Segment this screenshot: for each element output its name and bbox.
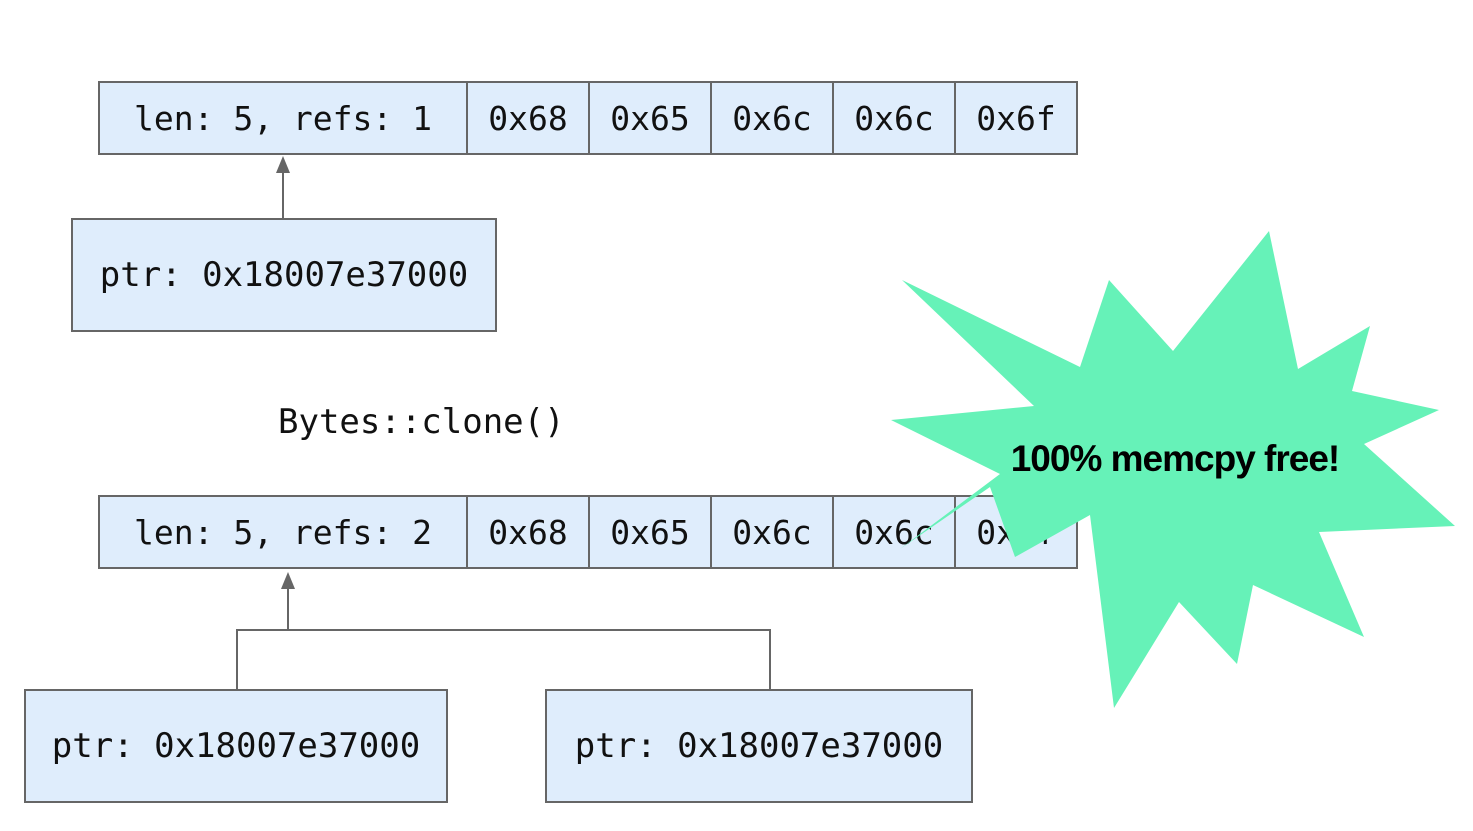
byte-cell: 0x65 [588, 495, 712, 569]
starburst: 100% memcpy free! [891, 231, 1455, 708]
len-refs-cell: len: 5, refs: 1 [98, 81, 468, 155]
byte-cell: 0x65 [588, 81, 712, 155]
starburst-shape [891, 231, 1455, 708]
byte-cell: 0x6c [710, 81, 834, 155]
arrow-top-ptr-to-table [276, 156, 290, 218]
arrow-bottom-merge-to-table [281, 572, 295, 630]
ptr-box-bottom-left: ptr: 0x18007e37000 [24, 689, 448, 803]
byte-struct-bottom: len: 5, refs: 2 0x68 0x65 0x6c 0x6c 0x6f [98, 495, 1078, 569]
ptr-box-top: ptr: 0x18007e37000 [71, 218, 497, 332]
byte-cell: 0x6c [710, 495, 834, 569]
len-refs-cell: len: 5, refs: 2 [98, 495, 468, 569]
clone-call-label: Bytes::clone() [278, 402, 565, 442]
ptr-box-bottom-right: ptr: 0x18007e37000 [545, 689, 973, 803]
byte-cell: 0x68 [466, 81, 590, 155]
byte-struct-top: len: 5, refs: 1 0x68 0x65 0x6c 0x6c 0x6f [98, 81, 1078, 155]
byte-cell: 0x6c [832, 495, 956, 569]
byte-cell: 0x68 [466, 495, 590, 569]
connector-bottom-merge [236, 629, 771, 689]
byte-cell: 0x6f [954, 495, 1078, 569]
starburst-label: 100% memcpy free! [1011, 438, 1340, 479]
byte-cell: 0x6f [954, 81, 1078, 155]
byte-cell: 0x6c [832, 81, 956, 155]
